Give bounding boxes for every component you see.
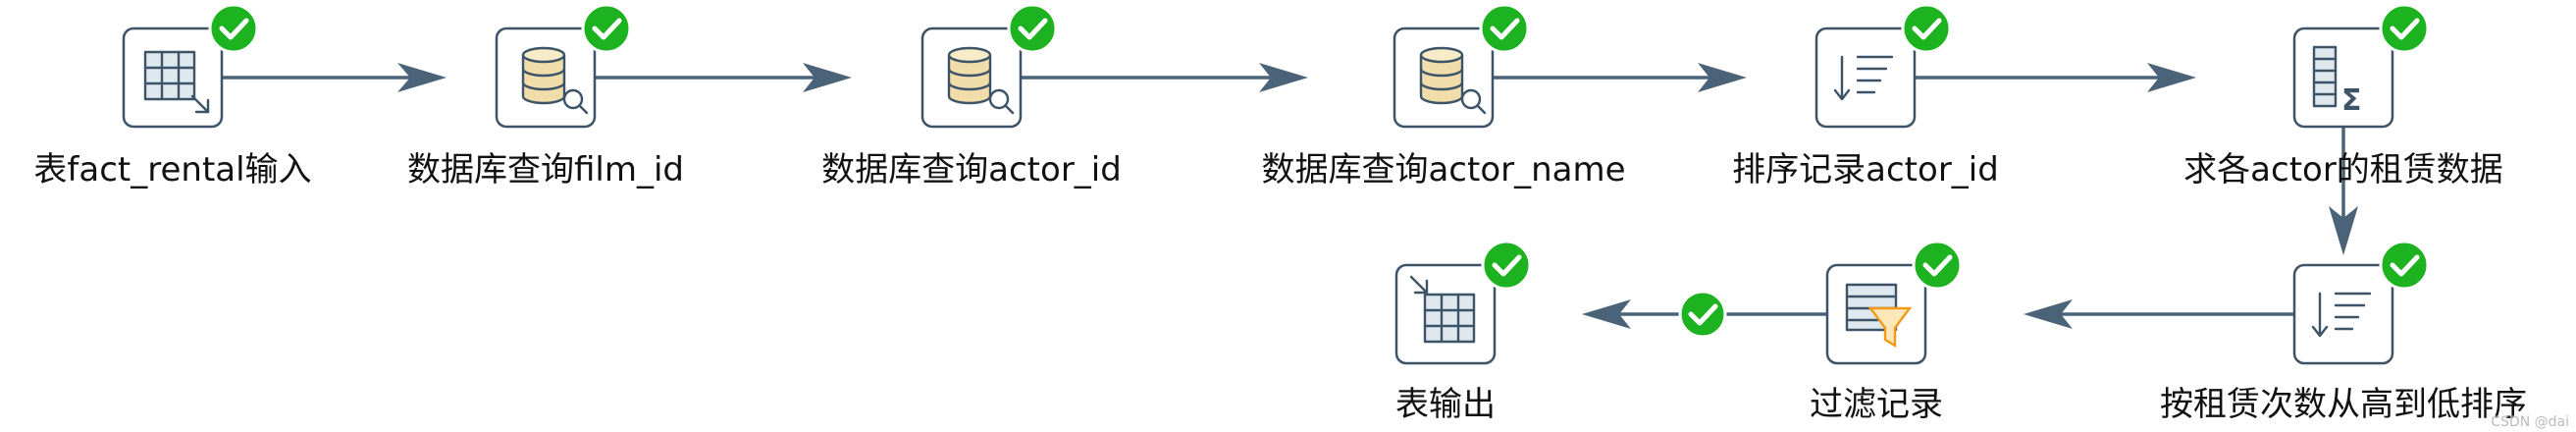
step-label: 排序记录actor_id — [1732, 150, 1999, 189]
hop-sort-rental-to-filter[interactable] — [2024, 299, 2294, 329]
hop-table-input-to-db-lookup-film[interactable] — [222, 63, 447, 92]
hop-db-lookup-actor-to-db-lookup-actor-name[interactable] — [1021, 63, 1308, 92]
step-status-success-icon — [2379, 240, 2430, 291]
step-table-input[interactable]: 表fact_rental输入 — [33, 3, 312, 189]
hops — [222, 63, 2358, 339]
step-sort-rental[interactable]: 按租赁次数从高到低排序 — [2160, 240, 2527, 424]
sort-icon — [1833, 55, 1894, 101]
hop-db-lookup-film-to-db-lookup-actor[interactable] — [595, 63, 852, 92]
step-status-success-icon — [581, 3, 632, 54]
group-by-sum-icon: Σ — [2312, 45, 2362, 118]
table-input-icon — [143, 50, 210, 114]
step-status-success-icon — [1481, 240, 1532, 291]
step-db-lookup-actor[interactable]: 数据库查询actor_id — [821, 3, 1122, 189]
step-label: 数据库查询actor_name — [1261, 150, 1625, 189]
step-status-success-icon — [2379, 3, 2430, 54]
step-filter[interactable]: 过滤记录 — [1810, 240, 1963, 424]
step-sort-actor[interactable]: 排序记录actor_id — [1732, 3, 1999, 189]
step-status-success-icon — [1912, 240, 1963, 291]
step-label: 数据库查询film_id — [407, 150, 684, 189]
database-lookup-icon — [947, 46, 1015, 115]
table-output-icon — [1409, 275, 1476, 344]
svg-text:Σ: Σ — [2341, 83, 2362, 118]
hop-filter-to-table-output[interactable] — [1582, 290, 1827, 339]
step-status-success-icon — [1901, 3, 1952, 54]
step-status-success-icon — [1479, 3, 1530, 54]
hop-group-by-to-sort-rental[interactable] — [2329, 127, 2358, 255]
step-group-by[interactable]: Σ 求各actor的租赁数据 — [2183, 3, 2503, 189]
sort-icon — [2311, 292, 2372, 338]
step-label: 求各actor的租赁数据 — [2183, 150, 2503, 189]
step-label: 表输出 — [1395, 385, 1496, 424]
step-table-output[interactable]: 表输出 — [1394, 240, 1532, 424]
step-db-lookup-actor-name[interactable]: 数据库查询actor_name — [1261, 3, 1626, 189]
watermark: CSDN @dai — [2491, 414, 2569, 430]
step-label: 按租赁次数从高到低排序 — [2160, 385, 2527, 424]
step-label: 过滤记录 — [1810, 385, 1943, 424]
step-db-lookup-film[interactable]: 数据库查询film_id — [407, 3, 684, 189]
step-status-success-icon — [208, 3, 259, 54]
step-label: 数据库查询actor_id — [821, 150, 1122, 189]
hop-sort-actor-to-group-by[interactable] — [1915, 63, 2196, 92]
filter-rows-icon — [1845, 283, 1913, 349]
step-status-success-icon — [1007, 3, 1058, 54]
hop-db-lookup-actor-name-to-sort-actor[interactable] — [1493, 63, 1747, 92]
database-lookup-icon — [521, 46, 589, 115]
step-label: 表fact_rental输入 — [33, 150, 311, 189]
database-lookup-icon — [1419, 46, 1487, 115]
hop-condition-true-icon — [1678, 290, 1727, 339]
